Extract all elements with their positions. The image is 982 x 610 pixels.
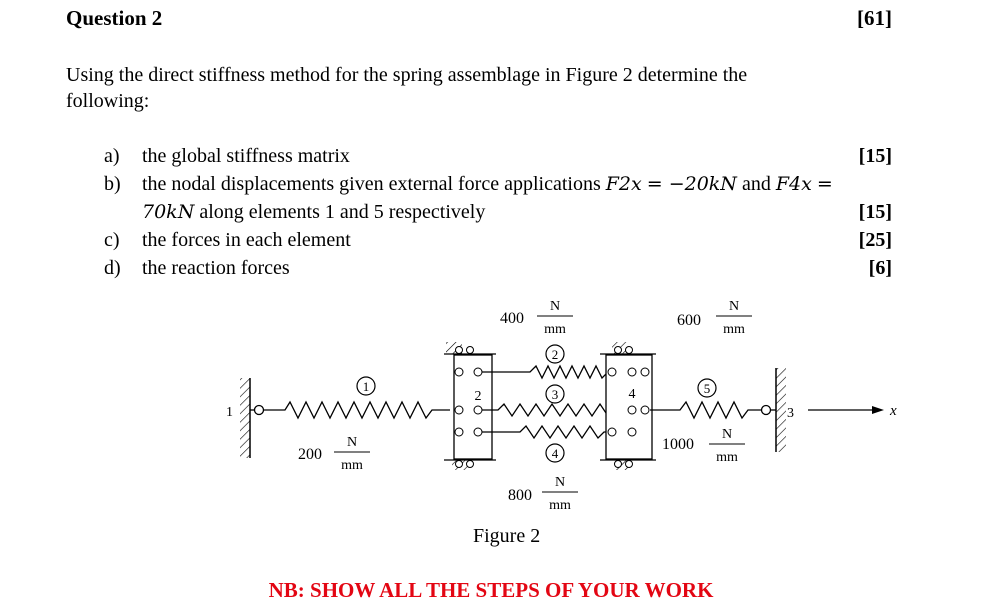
item-b-text-pre: the nodal displacements given external f…: [142, 173, 601, 195]
item-a-letter: a): [104, 145, 120, 167]
f4x-symbol: F4x: [775, 173, 812, 195]
item-b-marks: [15]: [858, 201, 892, 223]
item-b-line-2: 70kN along elements 1 and 5 respectively…: [0, 201, 982, 227]
f4x-eq: =: [816, 173, 833, 195]
spring-2: [482, 364, 628, 380]
k2-unit-den: mm: [544, 322, 566, 337]
k1-unit-num: N: [347, 435, 357, 450]
element-5-label: 5: [704, 381, 711, 396]
k4-value: 800: [508, 487, 532, 504]
k6-unit-num: N: [722, 427, 732, 442]
item-d-letter: d): [104, 257, 121, 279]
question-title: Question 2: [66, 6, 163, 30]
item-c: c) the forces in each element [25]: [0, 229, 982, 255]
spring-1: [263, 400, 450, 420]
right-wall: [775, 368, 786, 452]
element-4-circle: [545, 443, 565, 463]
item-c-marks: [25]: [858, 229, 892, 251]
element-4-label: 4: [552, 446, 559, 461]
node-3-marker: [760, 404, 772, 416]
item-d-marks: [6]: [868, 257, 892, 279]
spring-4: [482, 424, 628, 440]
element-1-label: 1: [363, 379, 370, 394]
element-5-circle: [697, 378, 717, 398]
intro-line-2: following:: [66, 90, 150, 112]
item-c-text: the forces in each element: [142, 229, 351, 251]
item-b: b) the nodal displacements given externa…: [0, 173, 982, 199]
item-b-and: and: [741, 173, 771, 195]
item-b-text: the nodal displacements given external f…: [142, 173, 833, 196]
k5-unit-num: N: [729, 299, 739, 314]
item-c-letter: c): [104, 229, 120, 251]
spring-3: [482, 402, 628, 418]
k4-unit-den: mm: [549, 498, 571, 513]
element-2-label: 2: [552, 347, 559, 362]
k2-unit-num: N: [550, 299, 560, 314]
rigid-bar-4: [600, 342, 656, 470]
item-d-text: the reaction forces: [142, 257, 290, 279]
node-3-label: 3: [787, 406, 794, 421]
element-3-label: 3: [552, 387, 559, 402]
f2x-value: = −20kN: [646, 173, 737, 195]
k1-unit-den: mm: [341, 458, 363, 473]
spring-5: [650, 400, 764, 420]
item-a-text: the global stiffness matrix: [142, 145, 350, 167]
item-d: d) the reaction forces [6]: [0, 257, 982, 283]
intro-line-1: Using the direct stiffness method for th…: [66, 64, 748, 86]
note: NB: SHOW ALL THE STEPS OF YOUR WORK: [268, 578, 714, 602]
left-wall: [240, 378, 251, 458]
item-b-line2-text: 70kN along elements 1 and 5 respectively: [142, 201, 485, 224]
item-a: a) the global stiffness matrix [15]: [0, 145, 982, 171]
f4x-value: 70kN: [142, 201, 195, 223]
node-2-label: 2: [475, 389, 482, 404]
k2-value: 400: [500, 310, 524, 327]
question-intro: Using the direct stiffness method for th…: [66, 62, 747, 114]
figure-caption: Figure 2: [473, 525, 541, 547]
x-axis-label: x: [889, 403, 897, 419]
total-marks: [61]: [857, 6, 892, 30]
k4-unit-num: N: [555, 475, 565, 490]
k1-value: 200: [298, 446, 322, 463]
rigid-bar-2: [444, 342, 496, 470]
k5-unit-den: mm: [723, 322, 745, 337]
element-2-circle: [545, 344, 565, 364]
node-4-label: 4: [629, 387, 636, 402]
element-3-circle: [545, 384, 565, 404]
item-b-letter: b): [104, 173, 121, 195]
node-1-marker: [253, 404, 265, 416]
node-1-label: 1: [226, 405, 233, 420]
element-1-circle: [356, 376, 376, 396]
f2x-symbol: F2x: [605, 173, 642, 195]
k6-value: 1000: [662, 436, 694, 453]
k6-unit-den: mm: [716, 450, 738, 465]
item-a-marks: [15]: [858, 145, 892, 167]
k5-value: 600: [677, 312, 701, 329]
item-b-line2-desc: along elements 1 and 5 respectively: [199, 201, 486, 223]
